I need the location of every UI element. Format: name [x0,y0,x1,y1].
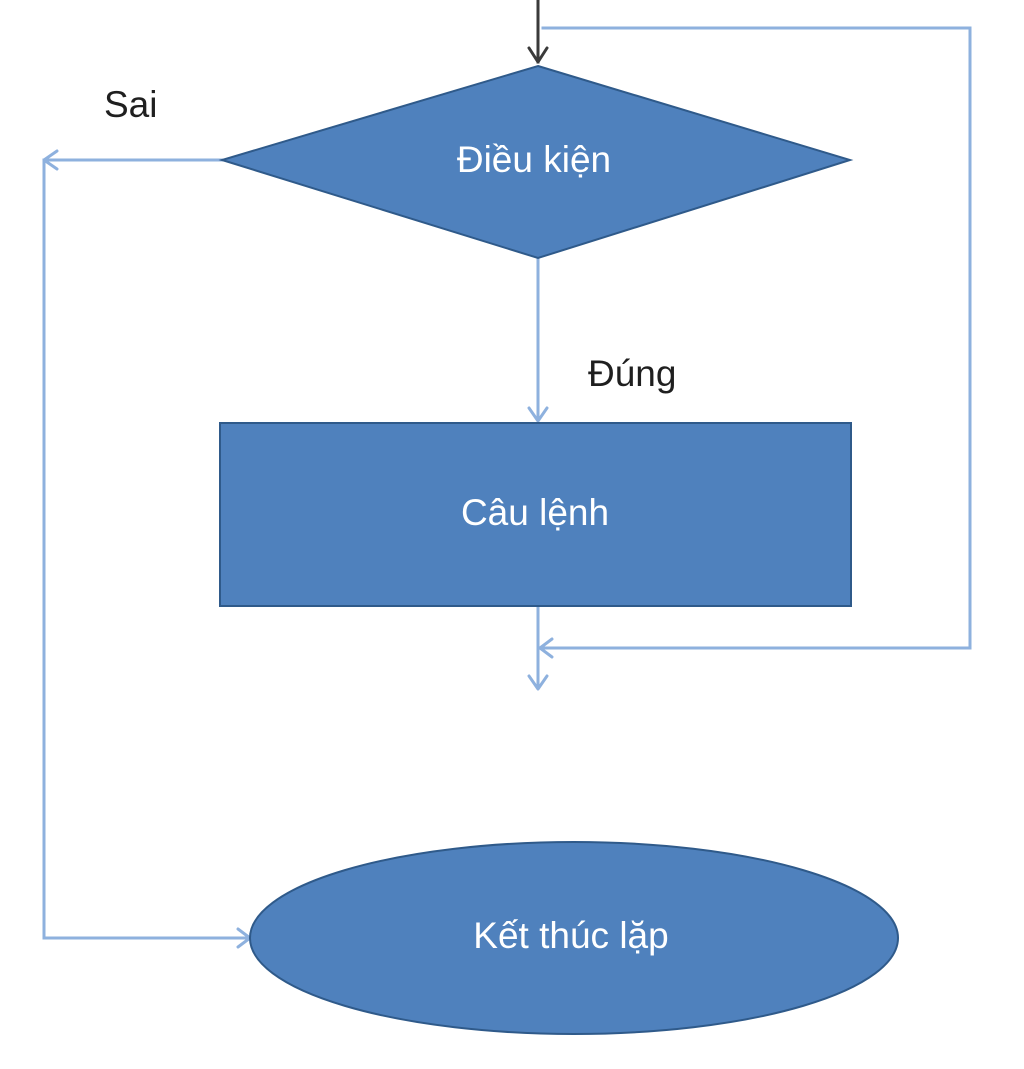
true-branch-arrowhead [527,406,549,423]
entry-arrowhead [527,46,549,64]
end-loop-ellipse [249,841,899,1035]
false-branch-top-arrowhead [42,149,59,171]
statement-box [219,422,852,607]
condition-diamond [218,64,854,260]
loop-back-arrowhead [538,637,554,659]
false-edge-label: Sai [104,84,157,125]
end-loop-label: Kết thúc lặp [473,915,668,956]
statement-exit-arrowhead [527,674,549,691]
condition-label: Điều kiện [457,139,611,180]
statement-label: Câu lệnh [461,492,609,533]
loop-back-connector [538,26,972,650]
false-branch-connector [42,158,252,940]
true-edge-label: Đúng [588,353,676,394]
